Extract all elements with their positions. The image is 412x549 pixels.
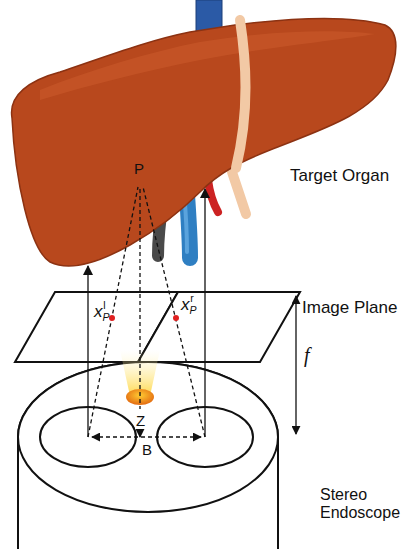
left-axis (87, 362, 88, 437)
view-axis-arrow (87, 266, 88, 362)
hepatic-artery (208, 180, 218, 212)
baseline-label: B (141, 441, 153, 458)
right-ray (143, 187, 205, 437)
left-projection-dot (109, 315, 115, 321)
math-glyph: x (181, 296, 190, 313)
math-glyph: x (94, 303, 103, 320)
image-plane-label: Image Plane (302, 298, 397, 318)
right-projection-dot (173, 315, 179, 321)
target-organ-shape (8, 0, 400, 275)
math-glyph: P (103, 312, 110, 323)
depth-label: Z (135, 412, 146, 429)
left-projection-label: xPl (94, 300, 110, 325)
math-glyph: l (103, 300, 105, 311)
math-glyph: r (190, 293, 194, 304)
falciform-ligament (236, 20, 246, 168)
endoscope-label: Stereo Endoscope (320, 486, 406, 523)
depth-line (139, 189, 140, 409)
bile-duct (232, 172, 246, 214)
view-axis-arrow (204, 189, 205, 362)
point-label: P (134, 160, 144, 177)
depth-arrow (139, 431, 140, 437)
image-plane-right (138, 292, 300, 362)
liver-outline (12, 19, 396, 266)
focal-arrow (295, 296, 296, 434)
target-organ: Target Organ (8, 0, 400, 275)
left-ray (88, 187, 138, 437)
baseline-arrow (92, 436, 201, 437)
organ-label: Target Organ (290, 166, 389, 186)
right-axis (204, 362, 205, 437)
focal-length-label: f (304, 344, 310, 367)
liver-highlight (40, 31, 375, 100)
right-projection-label: xPr (181, 293, 197, 318)
math-glyph: P (190, 305, 197, 316)
